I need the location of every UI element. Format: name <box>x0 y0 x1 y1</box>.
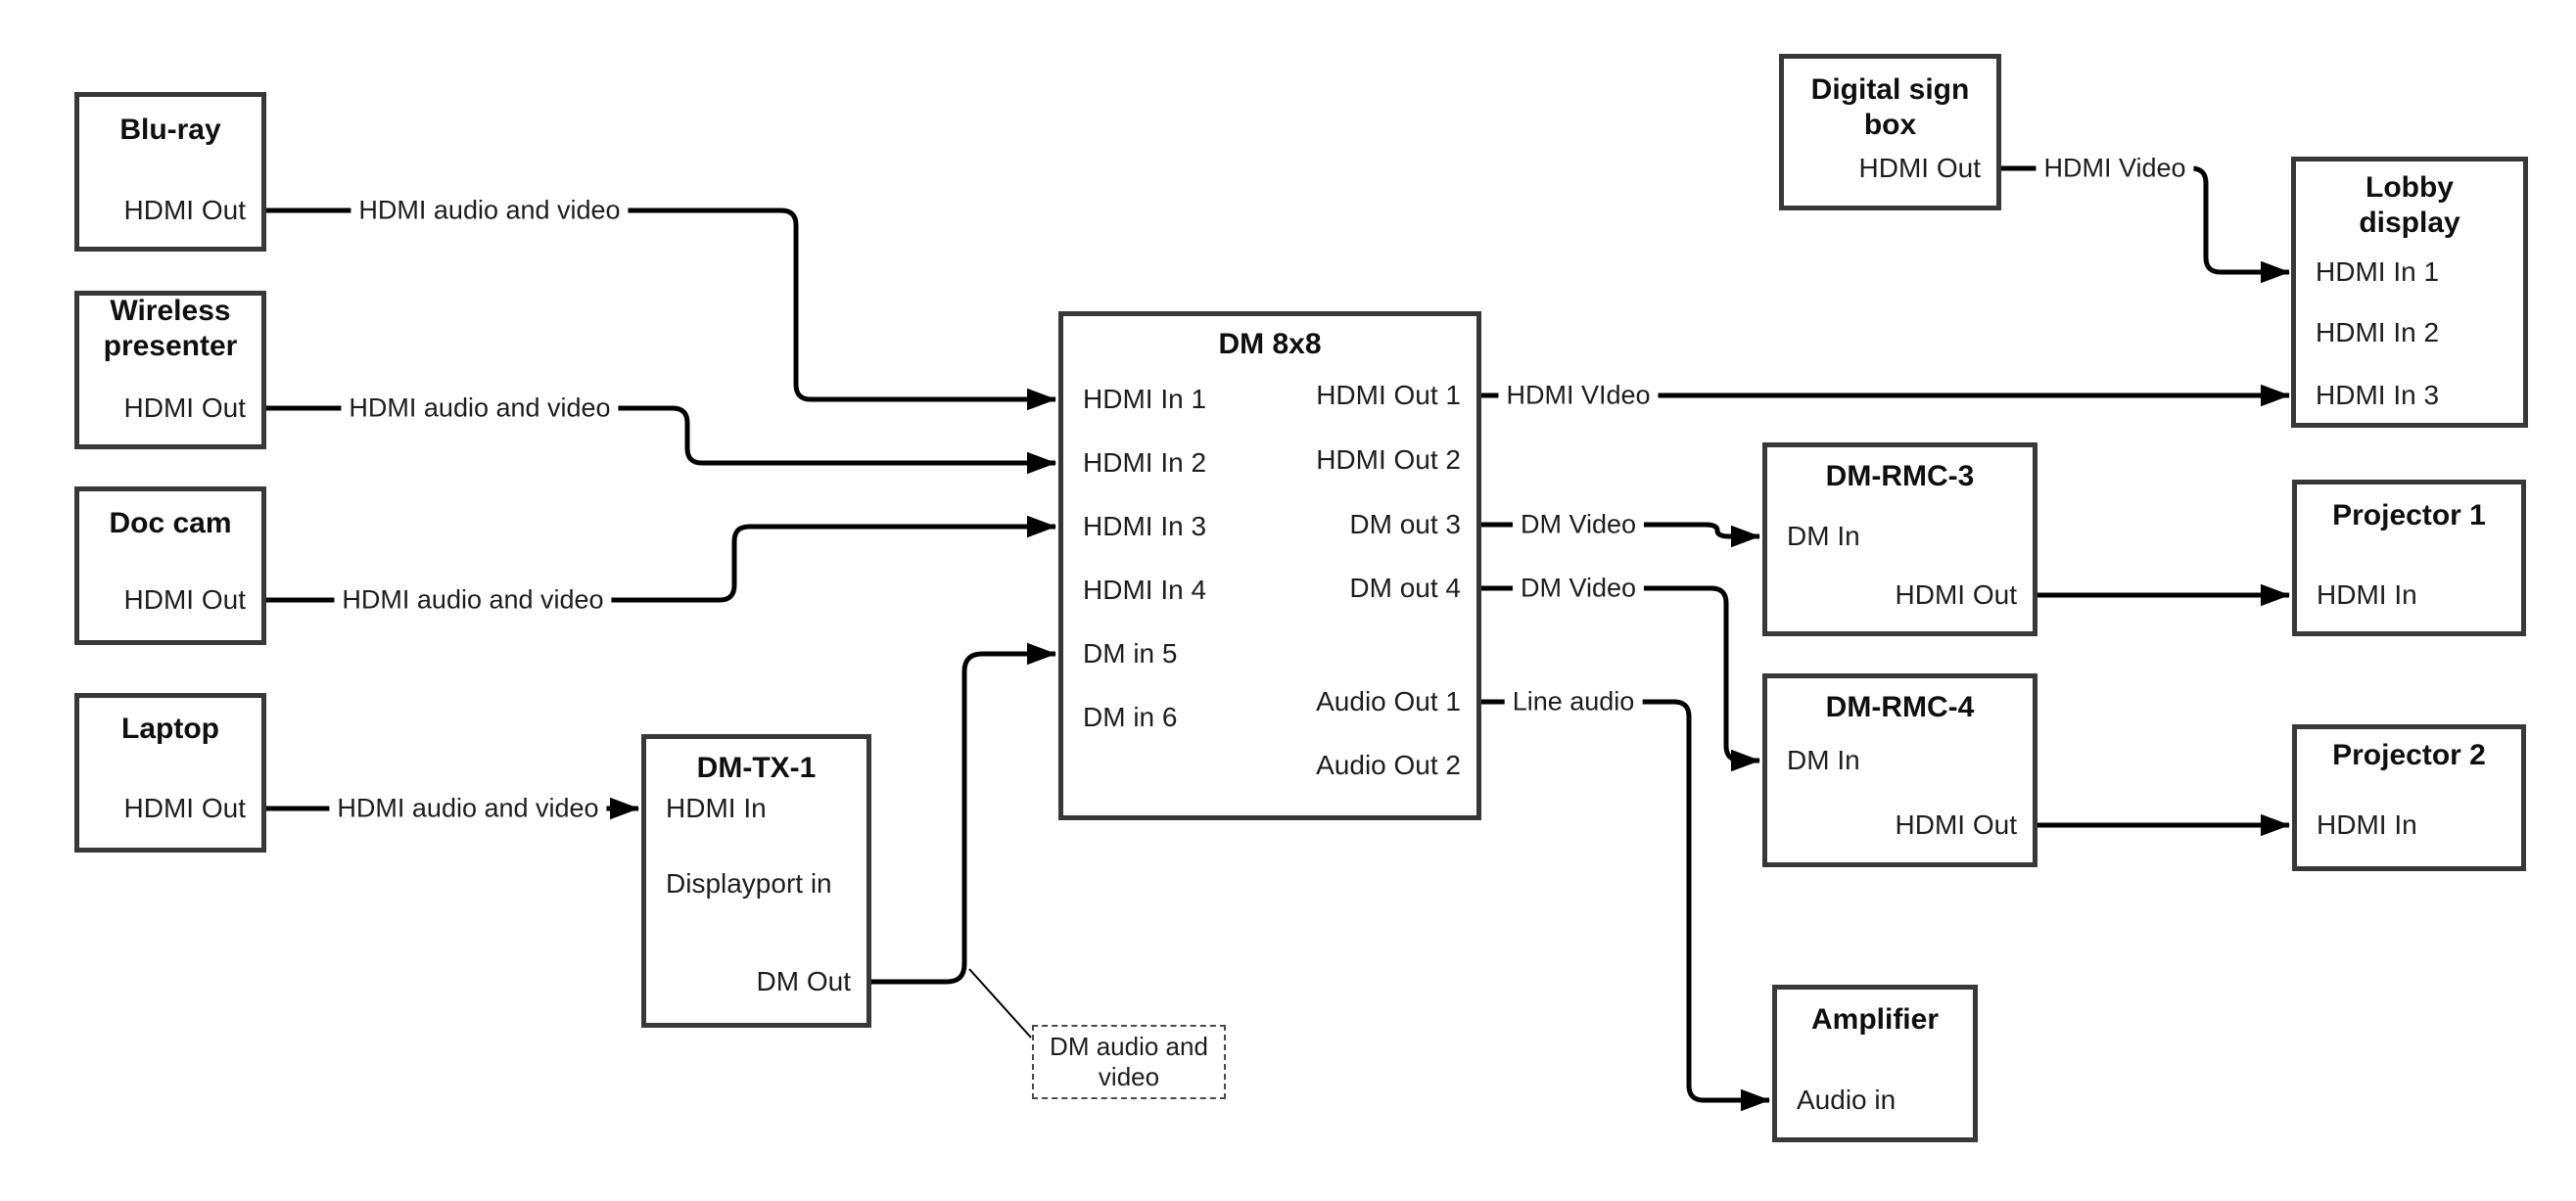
port-dm-8x8-audio-out-1: Audio Out 1 <box>1316 686 1461 716</box>
port-dm-8x8-hdmi-out-2: HDMI Out 2 <box>1316 444 1461 475</box>
edge-label-doc-cam-to-dm8x8-hdmi-in-3: HDMI audio and video <box>334 584 612 616</box>
node-title-projector-1: Projector 1 <box>2332 499 2486 531</box>
edge-label-dm8x8-dm-out-4-to-rmc4-dm-in: DM Video <box>1512 573 1645 604</box>
node-title-blu-ray: Blu-ray <box>119 114 221 146</box>
port-dm-8x8-hdmi-in-4: HDMI In 4 <box>1083 575 1207 605</box>
edge-label-laptop-to-dmtx1-hdmi-in: HDMI audio and video <box>329 793 607 824</box>
port-dm-8x8-hdmi-in-3: HDMI In 3 <box>1083 511 1207 541</box>
port-dm-8x8-hdmi-in-2: HDMI In 2 <box>1083 447 1207 478</box>
port-doc-cam-hdmi-out: HDMI Out <box>123 584 246 615</box>
port-blu-ray-hdmi-out: HDMI Out <box>123 195 246 225</box>
edge-dm8x8-dm-out-4-to-rmc4-dm-in <box>1481 585 1760 772</box>
edge-digital-sign-to-lobby-hdmi-in-1 <box>2001 165 2290 284</box>
edge-dm8x8-audio-out-1-to-amplifier <box>1481 699 1770 1112</box>
port-laptop-hdmi-out: HDMI Out <box>123 793 246 823</box>
port-dm-8x8-hdmi-out-1: HDMI Out 1 <box>1316 380 1461 410</box>
node-title-amplifier: Amplifier <box>1810 1003 1940 1036</box>
port-dm-tx-1-hdmi-in: HDMI In <box>666 793 767 823</box>
port-projector-1-hdmi-in: HDMI In <box>2317 579 2417 610</box>
port-dm-8x8-hdmi-in-1: HDMI In 1 <box>1083 384 1207 414</box>
port-lobby-display-hdmi-in-2: HDMI In 2 <box>2316 317 2440 347</box>
node-title-digital-sign-box: Digital sign box <box>1810 73 1970 141</box>
node-title-lobby-display: Lobby display <box>2359 171 2460 239</box>
port-wireless-presenter-hdmi-out: HDMI Out <box>123 393 246 423</box>
port-lobby-display-hdmi-in-3: HDMI In 3 <box>2316 380 2440 410</box>
edge-label-digital-sign-to-lobby-hdmi-in-1: HDMI Video <box>2036 153 2194 184</box>
node-title-wireless-presenter: Wireless presenter <box>103 295 238 362</box>
edge-blu-ray-to-dm8x8-hdmi-in-1 <box>266 208 1056 411</box>
edge-doc-cam-to-dm8x8-hdmi-in-3 <box>266 515 1056 603</box>
node-title-laptop: Laptop <box>121 713 219 745</box>
port-dm-8x8-dm-out-4: DM out 4 <box>1349 573 1461 603</box>
node-title-dm-tx-1: DM-TX-1 <box>696 752 817 784</box>
port-dm-rmc-4-dm-in: DM In <box>1787 745 1860 775</box>
edge-label-wireless-to-dm8x8-hdmi-in-2: HDMI audio and video <box>341 393 619 424</box>
port-dm-8x8-audio-out-2: Audio Out 2 <box>1316 750 1461 780</box>
port-dm-tx-1-displayport-in: Displayport in <box>666 868 832 899</box>
port-dm-8x8-dm-out-3: DM out 3 <box>1349 509 1461 539</box>
node-dm-rmc-3: DM-RMC-3 DM In HDMI Out <box>1762 442 2037 636</box>
edge-label-dm8x8-dm-out-3-to-rmc3-dm-in: DM Video <box>1512 509 1645 540</box>
node-title-dm-8x8: DM 8x8 <box>1218 328 1322 360</box>
port-digital-sign-box-hdmi-out: HDMI Out <box>1858 153 1981 183</box>
node-title-dm-audio-video-callout: DM audio and video <box>1050 1032 1208 1091</box>
node-title-projector-2: Projector 2 <box>2332 739 2486 771</box>
node-title-dm-rmc-4: DM-RMC-4 <box>1825 691 1975 723</box>
port-amplifier-audio-in: Audio in <box>1797 1085 1897 1115</box>
port-dm-tx-1-dm-out: DM Out <box>756 966 851 996</box>
port-lobby-display-hdmi-in-1: HDMI In 1 <box>2316 256 2440 287</box>
port-projector-2-hdmi-in: HDMI In <box>2317 809 2417 840</box>
node-title-dm-rmc-3: DM-RMC-3 <box>1825 460 1975 492</box>
node-dm-rmc-4: DM-RMC-4 DM In HDMI Out <box>1762 673 2037 867</box>
edge-dmtx1-dm-out-to-dm8x8-dm-in-5 <box>871 642 1056 985</box>
port-dm-8x8-dm-in-5: DM in 5 <box>1083 638 1178 669</box>
port-dm-rmc-3-dm-in: DM In <box>1787 521 1860 551</box>
edge-label-blu-ray-to-dm8x8-hdmi-in-1: HDMI audio and video <box>351 195 629 226</box>
node-projector-1: Projector 1 HDMI In <box>2292 480 2526 636</box>
node-dm-audio-video-callout: DM audio and video <box>1032 1025 1226 1099</box>
edge-wireless-to-dm8x8-hdmi-in-2 <box>266 405 1056 475</box>
edge-callout-leader <box>968 968 1032 1039</box>
node-title-doc-cam: Doc cam <box>109 507 232 539</box>
port-dm-rmc-3-hdmi-out: HDMI Out <box>1895 579 2017 610</box>
node-projector-2: Projector 2 HDMI In <box>2292 724 2526 871</box>
port-dm-rmc-4-hdmi-out: HDMI Out <box>1895 809 2017 840</box>
edge-label-dm8x8-audio-out-1-to-amplifier: Line audio <box>1504 686 1643 717</box>
port-dm-8x8-dm-in-6: DM in 6 <box>1083 702 1178 732</box>
edge-dm8x8-dm-out-3-to-rmc3-dm-in <box>1481 522 1760 548</box>
edge-label-dm8x8-hdmi-out-1-to-lobby-hdmi-in-3: HDMI VIdeo <box>1498 380 1659 411</box>
